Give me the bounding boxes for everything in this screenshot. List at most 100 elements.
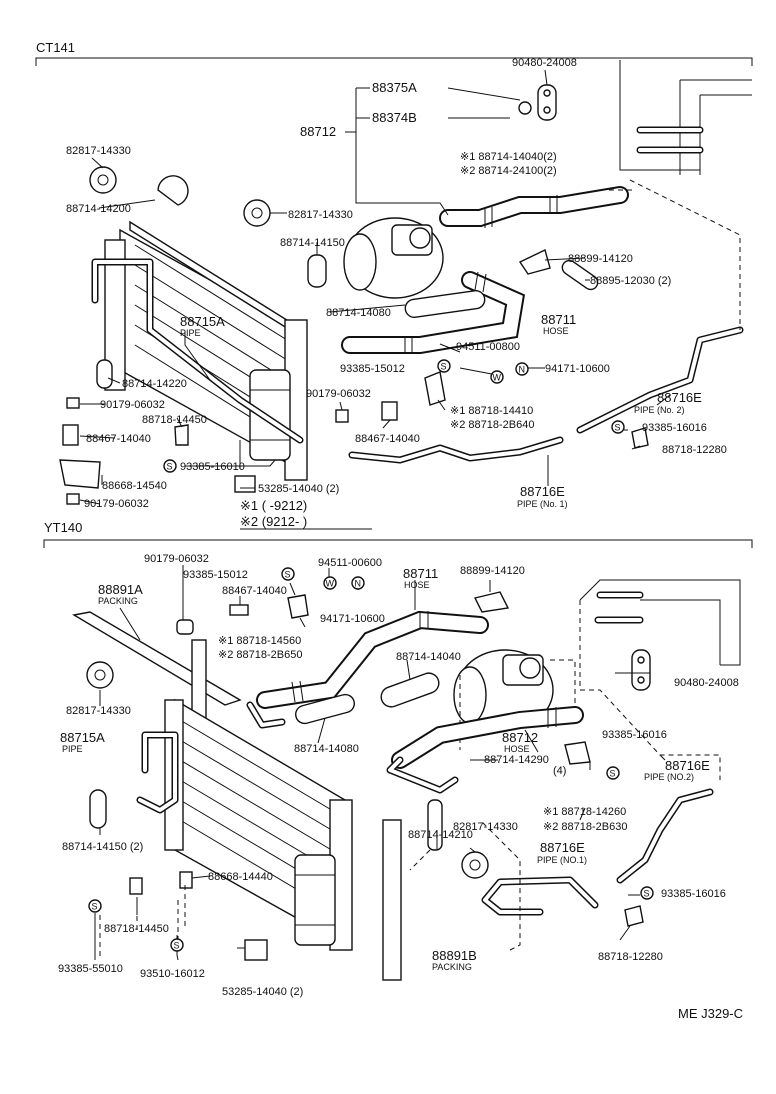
label-88714-24100: ※2 88714-24100(2) xyxy=(460,165,557,177)
evaporator-unit-yt140 xyxy=(579,579,741,666)
dash-evap-yt140 xyxy=(579,600,721,780)
label-93385-15012-ct141: 93385-15012 xyxy=(340,363,405,375)
label-88668-14540: 88668-14540 xyxy=(102,480,167,492)
label-93510-16012: 93510-16012 xyxy=(140,968,205,980)
compressor-yt140 xyxy=(453,649,576,750)
insulator-88714-14080-ct141 xyxy=(404,289,486,319)
label-88716e-no1-sub-ct141: PIPE (No. 1) xyxy=(517,499,568,509)
label-88715a-sub-ct141: PIPE xyxy=(180,328,201,338)
svg-text:S: S xyxy=(615,423,621,433)
switch-88467-b-ct141 xyxy=(381,401,398,421)
label-94511-yt140: 94511-00600 xyxy=(318,557,382,569)
svg-text:S: S xyxy=(610,769,616,779)
label-88375a: 88375A xyxy=(372,80,417,95)
svg-text:N: N xyxy=(519,365,526,375)
clamp-88718-12280-ct141 xyxy=(631,427,649,449)
label-88718-14450-ct141: 88718-14450 xyxy=(142,414,207,426)
label-88467-a-ct141: 88467-14040 xyxy=(86,433,151,445)
label-94511-ct141: 94511-00800 xyxy=(456,341,520,353)
bracket-88718-14260 xyxy=(564,741,591,765)
svg-text:W: W xyxy=(326,579,335,589)
label-82817-a-yt140: 82817-14330 xyxy=(66,705,131,717)
label-90179-yt140: 90179-06032 xyxy=(144,553,209,565)
label-93385-55010: 93385-55010 xyxy=(58,963,123,975)
marker-s-b-ct141: S xyxy=(611,420,625,434)
label-88891a: 88891A xyxy=(98,582,143,597)
clamp-88714-14200 xyxy=(157,175,189,206)
label-82817-b-ct141: 82817-14330 xyxy=(288,209,353,221)
clamp-88718-12280-yt140 xyxy=(624,905,644,927)
evaporator-unit-ct141 xyxy=(619,60,752,175)
svg-text:S: S xyxy=(285,570,291,580)
marker-n-ct141: N xyxy=(515,362,529,376)
nut-90179-b-ct141 xyxy=(335,409,349,423)
grommet-90480-yt140 xyxy=(631,649,651,691)
block-53285-yt140 xyxy=(244,939,268,961)
marker-s-c-yt140: S xyxy=(640,886,654,900)
label-88715a-yt140: 88715A xyxy=(60,730,105,745)
label-88891b: 88891B xyxy=(432,948,477,963)
label-88718-12280-ct141: 88718-12280 xyxy=(662,444,727,456)
label-82817-b-yt140: 82817-14330 xyxy=(453,821,518,833)
label-94171-yt140: 94171-10600 xyxy=(320,613,385,625)
insulator-88714-14040-yt140 xyxy=(380,672,440,708)
clamp-88718-14450-yt140 xyxy=(129,877,143,895)
label-88718-2b630: ※2 88718-2B630 xyxy=(543,821,627,833)
label-88715a-ct141: 88715A xyxy=(180,314,225,329)
bracket-88668-14540 xyxy=(59,459,101,489)
bracket-88714-14150-ct141 xyxy=(307,254,327,288)
label-88716e-no1-ct141: 88716E xyxy=(520,484,565,499)
label-88716e-no1-yt140: 88716E xyxy=(540,840,585,855)
label-88891a-sub: PACKING xyxy=(98,596,138,606)
marker-n-yt140: N xyxy=(351,576,365,590)
label-90179-b-ct141: 90179-06032 xyxy=(306,388,371,400)
label-88714-14080-ct141: 88714-14080 xyxy=(326,307,391,319)
label-88714-14040-ct141: ※1 88714-14040(2) xyxy=(460,151,557,163)
marker-s-b-yt140: S xyxy=(606,766,620,780)
label-94171-ct141: 94171-10600 xyxy=(545,363,610,375)
label-82817-a-ct141: 82817-14330 xyxy=(66,145,131,157)
clamp-88899-14120-ct141 xyxy=(518,249,551,275)
label-88712-ct141: 88712 xyxy=(300,124,336,139)
pipe-88716e-no2-ct141 xyxy=(576,326,744,434)
label-90179-a-ct141: 90179-06032 xyxy=(100,399,165,411)
label-88711-yt140: 88711 xyxy=(403,566,438,581)
label-88714-14220: 88714-14220 xyxy=(122,378,187,390)
block-53285-ct141 xyxy=(234,475,256,493)
label-88716e-no2-yt140: 88716E xyxy=(665,758,710,773)
marker-s-a-ct141: S xyxy=(437,359,451,373)
label-88714-14200: 88714-14200 xyxy=(66,203,131,215)
cushion-82817-a-ct141 xyxy=(89,166,117,194)
figure-code: ME J329-C xyxy=(678,1006,743,1021)
label-88714-14290: 88714-14290 xyxy=(484,754,549,766)
label-88714-14040-yt140: 88714-14040 xyxy=(396,651,461,663)
label-88711-sub-ct141: HOSE xyxy=(543,326,569,336)
cushion-82817-b-ct141 xyxy=(243,199,271,227)
label-93385-16016-b-yt140: 93385-16016 xyxy=(661,888,726,900)
label-88712-yt140: 88712 xyxy=(502,730,538,745)
label-90480-24008-ct141: 90480-24008 xyxy=(512,57,577,69)
compressor-ct141 xyxy=(343,217,444,299)
label-88711-sub-yt140: HOSE xyxy=(404,580,430,590)
label-88718-14450-yt140: 88718-14450 xyxy=(104,923,169,935)
label-88718-14260: ※1 88718-14260 xyxy=(543,806,626,818)
label-88714-14210: 88714-14210 xyxy=(408,829,473,841)
svg-text:S: S xyxy=(167,462,173,472)
label-88716e-no2-ct141: 88716E xyxy=(657,390,702,405)
nut-90179-yt140 xyxy=(176,619,194,635)
label-93385-16010: 93385-16010 xyxy=(180,461,245,473)
label-88718-14410: ※1 88718-14410 xyxy=(450,405,533,417)
hose-88895-12030 xyxy=(561,259,599,291)
label-53285-yt140: 53285-14040 (2) xyxy=(222,986,303,998)
label-53285-ct141: 53285-14040 (2) xyxy=(258,483,339,495)
section-title-ct141: CT141 xyxy=(36,40,75,55)
label-88718-14560: ※1 88718-14560 xyxy=(218,635,301,647)
cushion-82817-a-yt140 xyxy=(86,661,114,689)
label-93385-16016-ct141: 93385-16016 xyxy=(642,422,707,434)
label-88711-ct141: 88711 xyxy=(541,312,576,327)
grommet-90480-ct141 xyxy=(537,84,557,121)
nut-90179-a-ct141 xyxy=(66,397,80,409)
marker-s-d-yt140: S xyxy=(88,899,102,913)
bracket-88714-14210 xyxy=(427,799,443,851)
section-title-yt140: YT140 xyxy=(44,520,82,535)
